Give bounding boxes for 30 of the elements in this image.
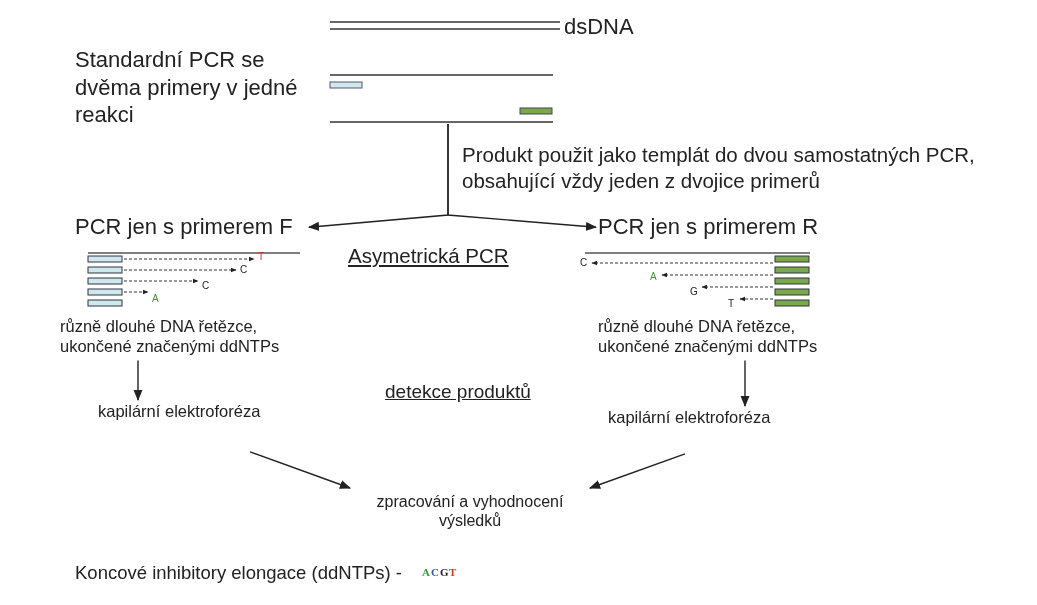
text-label: detekce produktů: [385, 380, 531, 404]
base-letter: C: [580, 257, 588, 270]
text-label: Koncové inhibitory elongace (ddNTPs) -: [75, 561, 402, 585]
text-label: Produkt použit jako templát do dvou samostatných PCR, obsahující vždy jeden z dvojice primerů: [462, 142, 976, 194]
text-label: dsDNA: [564, 13, 635, 41]
arrow: [740, 359, 750, 408]
node-text: kapilární elektroforéza: [98, 402, 262, 422]
base-letter: C: [431, 566, 439, 580]
base-letter: C: [202, 280, 210, 293]
base-letter: A: [152, 293, 159, 306]
base-letter: A: [422, 566, 430, 580]
node-text: kapilární elektroforéza: [608, 408, 772, 428]
node-text: různě dlouhé DNA řetězce, ukončené značenými ddNTPs: [598, 317, 819, 357]
arrow: [133, 359, 143, 402]
text-label: Standardní PCR se dvěma primery v jedné reakci: [75, 46, 299, 129]
arrow: [249, 451, 352, 489]
base-letter: G: [440, 566, 449, 580]
base-letter: A: [650, 271, 657, 284]
base-letter: T: [728, 298, 735, 311]
text-label: Asymetrická PCR: [348, 243, 509, 269]
node-text: PCR jen s primerem R: [598, 214, 820, 241]
arrow: [588, 453, 686, 489]
node-text: PCR jen s primerem F: [75, 214, 294, 241]
base-letter: G: [690, 286, 698, 299]
base-letter: C: [240, 264, 248, 277]
arrow: [447, 123, 598, 231]
base-letter: T: [449, 566, 457, 580]
base-letter: T: [258, 251, 265, 264]
node-text: zpracování a vyhodnocení výsledků: [375, 492, 565, 531]
node-text: různě dlouhé DNA řetězce, ukončené značenými ddNTPs: [60, 317, 281, 357]
